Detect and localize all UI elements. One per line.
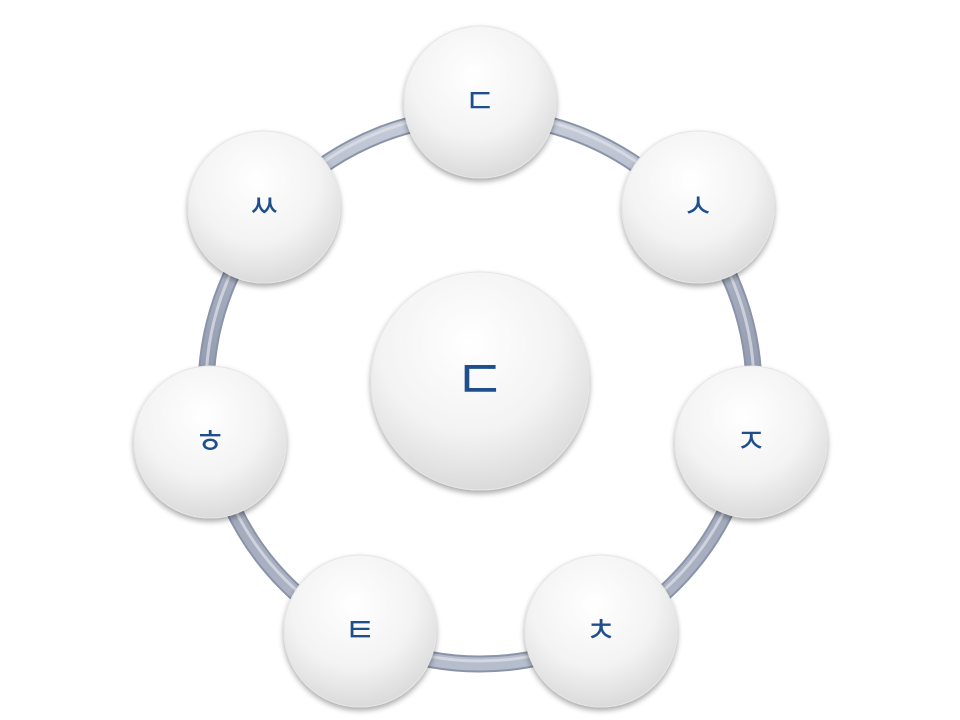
node-upper-left (187, 130, 341, 284)
node-top (403, 25, 557, 179)
node-right (674, 365, 828, 519)
node-left (133, 365, 287, 519)
center-node-label: ㄷ (454, 349, 506, 414)
node-lower-right (524, 554, 678, 708)
node-right-label: ㅈ (735, 422, 766, 462)
node-upper-right-label: ㅅ (682, 187, 713, 227)
center-node (370, 271, 590, 491)
node-lower-left-label: ㅌ (344, 611, 375, 651)
node-top-label: ㄷ (464, 82, 495, 122)
node-lower-right-label: ㅊ (585, 611, 616, 651)
node-upper-right (621, 130, 775, 284)
node-left-label: ㅎ (194, 422, 225, 462)
node-lower-left (283, 554, 437, 708)
node-upper-left-label: ㅆ (248, 187, 279, 227)
